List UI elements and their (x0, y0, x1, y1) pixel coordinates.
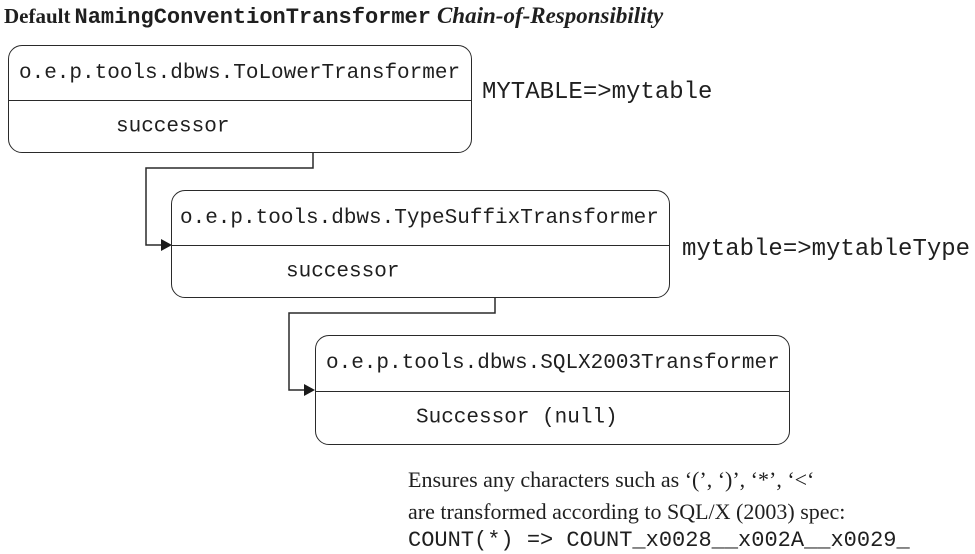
node-successor-row: Successor (null) (316, 392, 789, 443)
example-transform-2: mytable=>mytableType (682, 236, 971, 263)
note-line-3: COUNT(*) => COUNT_x0028__x002A__x0029_ (408, 528, 910, 553)
example-transform-1: MYTABLE=>mytable (482, 79, 713, 106)
node-successor-row: successor (172, 246, 669, 297)
successor-label: successor (116, 115, 230, 138)
transformer-node-tolower: o.e.p.tools.dbws.ToLowerTransformer succ… (8, 45, 472, 153)
successor-label: Successor (null) (416, 406, 618, 429)
node-class-name: o.e.p.tools.dbws.SQLX2003Transformer (326, 352, 780, 375)
note-line-2: are transformed according to SQL/X (2003… (408, 499, 846, 524)
successor-label: successor (286, 260, 400, 283)
arrowhead-2-icon (304, 384, 315, 396)
note-line-1: Ensures any characters such as ‘(’, ‘)’,… (408, 467, 815, 492)
node-class-name-row: o.e.p.tools.dbws.ToLowerTransformer (9, 46, 471, 101)
title-prefix: Default (4, 4, 71, 28)
node-class-name-row: o.e.p.tools.dbws.TypeSuffixTransformer (172, 191, 669, 246)
title-pattern-name: Chain-of-Responsibility (436, 3, 664, 28)
node-class-name: o.e.p.tools.dbws.TypeSuffixTransformer (180, 206, 659, 230)
title-transformer-class: NamingConventionTransformer (74, 5, 431, 30)
node-successor-row: successor (9, 101, 471, 152)
node-class-name-row: o.e.p.tools.dbws.SQLX2003Transformer (316, 336, 789, 392)
node-class-name: o.e.p.tools.dbws.ToLowerTransformer (19, 61, 461, 85)
sqlx-note: Ensures any characters such as ‘(’, ‘)’,… (408, 464, 910, 553)
transformer-node-typesuffix: o.e.p.tools.dbws.TypeSuffixTransformer s… (171, 190, 670, 298)
transformer-node-sqlx2003: o.e.p.tools.dbws.SQLX2003Transformer Suc… (315, 335, 790, 445)
